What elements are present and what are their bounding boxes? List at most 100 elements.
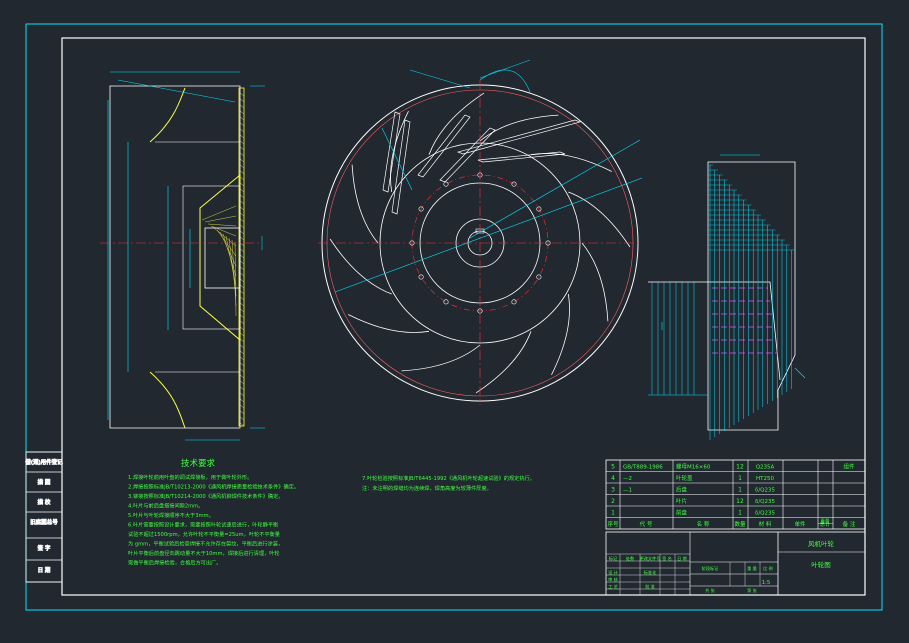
tech-req-line: 6.叶片需要按照设计要求，需要按照叶轮试速后进行，叶轮静平衡 — [128, 521, 278, 529]
back-disk-hatch — [238, 169, 245, 175]
parts-header: 名 称 — [697, 520, 710, 528]
parts-code: —1 — [623, 488, 632, 494]
tb-label: 重 量 — [747, 565, 757, 572]
back-disk-hatch — [238, 109, 245, 115]
angle-ref-line — [479, 59, 531, 79]
technical-requirements: 技术要求 1.焊接叶轮前用叶盘的调试焊接板，用于做叶轮外形。 2.焊接按照标准JB… — [128, 458, 299, 567]
back-disk-hatch — [238, 151, 245, 157]
blade — [428, 92, 485, 155]
parts-qty: 1 — [738, 487, 742, 494]
back-disk-hatch — [238, 103, 245, 109]
blade — [329, 238, 392, 295]
blade — [475, 331, 532, 394]
tb-label: 工 艺 — [608, 584, 618, 589]
parts-no: 5 — [611, 464, 615, 471]
tech-req-title: 技术要求 — [181, 458, 216, 469]
drawing-frame — [25, 23, 883, 611]
diameter-dim — [334, 177, 643, 293]
parts-no: 1 — [611, 510, 615, 517]
parts-qty: 1 — [738, 510, 742, 517]
tb-label: 比 例 — [763, 565, 773, 572]
back-disk-hatch — [238, 121, 245, 127]
back-disk-hatch — [238, 421, 245, 427]
back-disk-hatch — [238, 361, 245, 367]
hub-hatch — [201, 205, 237, 221]
bolt-hole — [536, 274, 542, 280]
back-disk-hatch — [238, 409, 245, 415]
parts-header: 总计 — [819, 520, 831, 528]
blade-angle-leader — [381, 127, 413, 191]
blade — [390, 111, 409, 193]
side-col-label: 旧底图总号 — [30, 518, 58, 526]
blade-plate — [391, 119, 411, 215]
bolt-hole — [443, 181, 449, 187]
tb-scale: 1:5 — [762, 580, 771, 586]
bolt-hole — [477, 308, 483, 314]
tech-req-line: 1.焊接叶轮前用叶盘的调试焊接板，用于做叶轮外形。 — [128, 473, 252, 481]
parts-no: 3 — [611, 487, 615, 494]
back-disk-hatch — [238, 355, 245, 361]
hub-hatch — [231, 239, 237, 307]
bolt-hole — [511, 299, 517, 305]
parts-code: GB/T889-1986 — [623, 465, 663, 471]
note-7: 7.叶轮检验按照标准JB/T6445-1992《通风机叶轮超速试验》的规定执行。… — [362, 474, 535, 492]
blade-plate — [439, 127, 496, 183]
back-disk-hatch — [238, 127, 245, 133]
back-disk — [238, 87, 245, 427]
parts-header: 序号 — [607, 520, 619, 528]
blade-development-view — [648, 154, 806, 440]
bolt-hole — [443, 299, 449, 305]
hub-hatch — [207, 223, 237, 227]
parts-code: —2 — [623, 476, 632, 482]
back-disk-hatch — [238, 385, 245, 391]
parts-remark: 组件 — [843, 463, 855, 471]
bolt-hole — [418, 206, 424, 212]
parts-material: δ/Q235 — [755, 488, 776, 494]
back-disk-hatch — [238, 373, 245, 379]
hub-hatch — [204, 215, 237, 223]
blade-plate — [417, 114, 471, 178]
blade — [401, 344, 481, 372]
blade — [581, 242, 609, 322]
tb-label: 设 计 — [608, 569, 618, 576]
tech-req-line: 为 gmm，平衡试验后检查焊接不允许存在裂纹，平衡后进行涂装， — [128, 540, 283, 548]
tb-label: 审 核 — [608, 576, 619, 583]
parts-name: 螺母M16×60 — [676, 463, 711, 471]
tech-req-line: 3.铆接按照标准JB/T10214-2000《通风机铆焊件技术条件》确定。 — [128, 492, 283, 500]
parts-name: 前盘 — [676, 509, 688, 517]
parts-material: δ/Q235 — [755, 499, 776, 505]
blade-plate — [456, 119, 582, 155]
parts-qty: 12 — [736, 464, 744, 471]
tb-label: 更改文件号 — [640, 555, 661, 562]
side-outline — [109, 85, 241, 429]
parts-qty: 12 — [736, 498, 744, 505]
parts-header: 单件 — [794, 520, 806, 528]
parts-name: 后盘 — [676, 486, 688, 494]
back-disk-hatch — [238, 133, 245, 139]
leader-line — [469, 139, 641, 239]
bolt-hole — [536, 206, 542, 212]
side-col-label: 借(通)用件登记 — [25, 458, 63, 466]
parts-no: 2 — [611, 498, 615, 505]
hub-outline — [182, 185, 241, 330]
blade — [551, 293, 570, 375]
tb-label: 共 张 — [705, 587, 716, 594]
tech-req-line: 2.焊接按照标准JB/T10213-2000《通风机焊接质量检验技术条件》确定。 — [128, 483, 299, 491]
parts-mass-label: 重量 — [821, 518, 830, 525]
tech-req-line: 叶片平衡后前盘径向跳动量不大于10mm，焊接后进行清理，叶轮 — [128, 549, 280, 557]
blade — [348, 314, 430, 333]
tb-label: 日 期 — [677, 556, 687, 562]
back-disk-hatch — [238, 145, 245, 151]
back-disk-hatch — [238, 157, 245, 163]
tech-req-line: 需做平衡后焊接检验，合格后方可出厂。 — [128, 559, 221, 567]
tb-label: 第 张 — [747, 587, 758, 594]
tb-product: 风机叶轮 — [808, 539, 835, 548]
back-disk-hatch — [238, 97, 245, 103]
back-disk-hatch — [238, 163, 245, 169]
parts-header: 材 料 — [759, 520, 772, 528]
back-disk-hatch — [238, 349, 245, 355]
back-disk-hatch — [238, 403, 245, 409]
hub-hatch — [234, 241, 237, 317]
